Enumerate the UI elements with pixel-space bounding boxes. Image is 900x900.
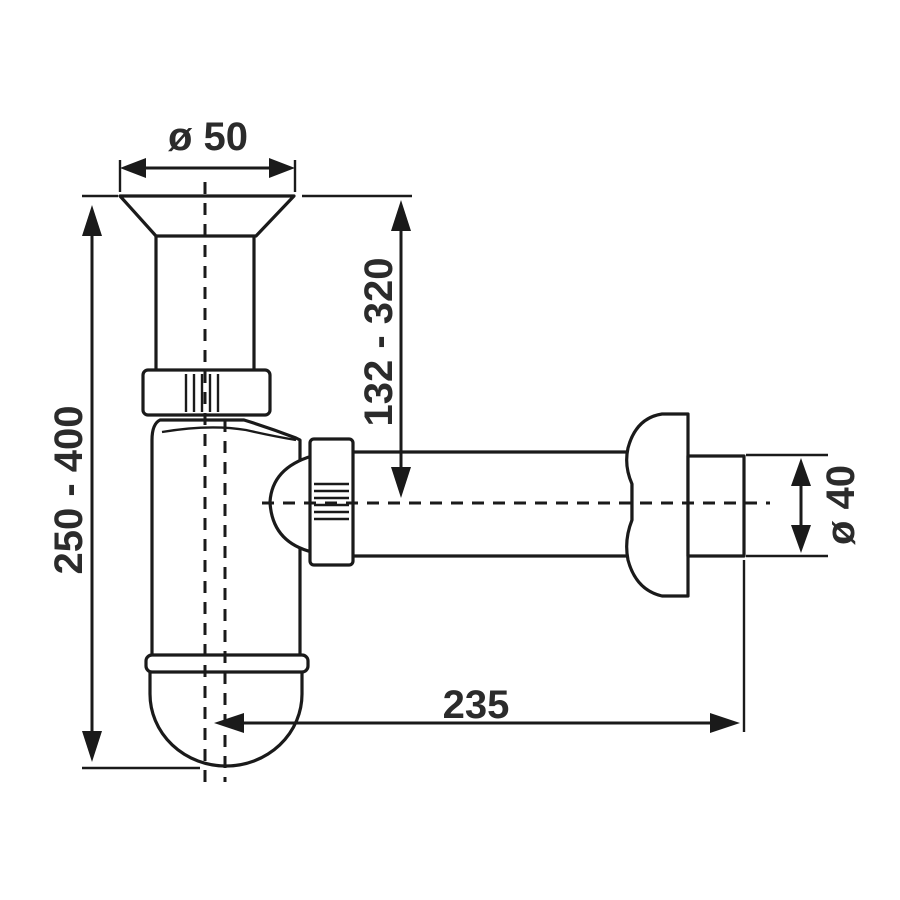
- outlet-nut-ribs: [314, 482, 349, 521]
- wall-rosette: [625, 412, 690, 598]
- wall-outlet-pipe: [686, 454, 746, 558]
- dimension-top-diameter: ø 50: [120, 115, 295, 178]
- dimension-horizontal-length: 235: [214, 683, 740, 733]
- dimension-outlet-diameter: ø 40: [791, 458, 863, 553]
- coupling-nut-ribs: [184, 374, 220, 412]
- label-outlet-height: 132 - 320: [357, 257, 401, 426]
- bottle-ring-band: [144, 653, 310, 674]
- label-top-diameter: ø 50: [168, 115, 248, 159]
- label-overall-height: 250 - 400: [47, 405, 91, 574]
- inlet-funnel: [118, 194, 296, 238]
- dimension-overall-height: 250 - 400: [47, 205, 102, 762]
- label-horizontal-length: 235: [443, 683, 510, 727]
- label-outlet-diameter: ø 40: [819, 465, 863, 545]
- bottle-shoulder-line: [161, 426, 297, 442]
- bottle-body: [150, 418, 302, 662]
- dimension-outlet-height: 132 - 320: [357, 200, 411, 498]
